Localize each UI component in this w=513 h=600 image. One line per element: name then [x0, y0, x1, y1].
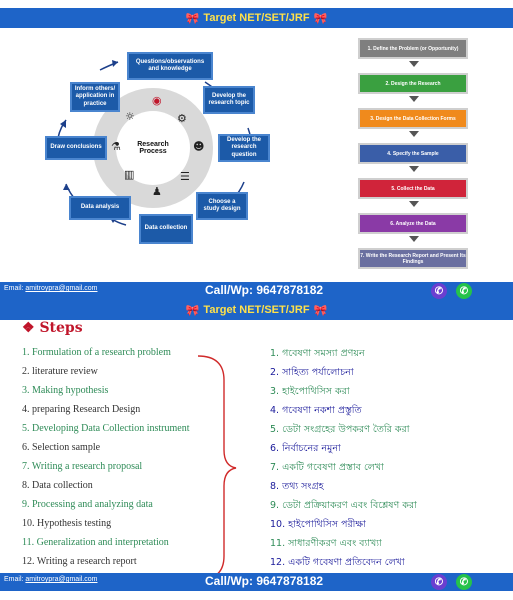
cycle-box-topic: Develop the research topic [203, 86, 255, 114]
footer: Email: amitroypra@gmail.com Call/Wp: 964… [0, 282, 513, 300]
microscope-icon: ⚗ [111, 140, 121, 153]
cycle-box-analysis: Data analysis [69, 196, 131, 220]
cycle-box-design: Choose a study design [196, 192, 248, 220]
process-step: 3. Design the Data Collection Forms [358, 108, 468, 129]
chart-icon: ▥ [124, 168, 135, 181]
process-step: 7. Write the Research Report and Present… [358, 248, 468, 269]
english-step-item: 1. Formulation of a research problem [22, 347, 171, 358]
bengali-step-item: 1. গবেষণা সমস্যা প্রণয়ন [270, 348, 365, 359]
bengali-step-item: 4. গবেষণা নকশা প্রস্তুতি [270, 405, 362, 416]
bengali-step-item: 5. ডেটা সংগ্রহের উপকরণ তৈরি করা [270, 424, 410, 435]
process-step: 2. Design the Research [358, 73, 468, 94]
down-arrow-icon [409, 131, 419, 137]
footer: Email: amitroypra@gmail.com Call/Wp: 964… [0, 573, 513, 591]
whatsapp-icon[interactable]: ✆ [456, 574, 472, 590]
call-text: Call/Wp: 9647878182 [205, 574, 324, 588]
bengali-step-item: 11. সাধারণীকরণ এবং ব্যাখ্যা [270, 538, 382, 549]
steps-heading: Steps [39, 320, 83, 336]
phone-icon[interactable]: ✆ [431, 574, 447, 590]
english-step-item: 12. Writing a research report [22, 556, 137, 567]
process-step: 5. Collect the Data [358, 178, 468, 199]
cycle-box-inform: Inform others/ application in practice [70, 82, 120, 112]
banner-text: Target NET/SET/JRF [203, 304, 310, 316]
banner-text: Target NET/SET/JRF [203, 12, 310, 24]
cycle-box-conclusions: Draw conclusions [45, 136, 107, 160]
bow-icon: 🎀 [313, 12, 328, 25]
email-line: Email: amitroypra@gmail.com [4, 576, 98, 583]
cycle-box-questions: Questions/observations and knowledge [127, 52, 213, 80]
diamond-bullet-icon: ❖ [22, 320, 35, 336]
bengali-step-item: 6. নির্বাচনের নমুনা [270, 443, 341, 454]
whatsapp-icon[interactable]: ✆ [456, 283, 472, 299]
down-arrow-icon [409, 201, 419, 207]
down-arrow-icon [409, 166, 419, 172]
cycle-center: Research Process [116, 111, 190, 185]
phone-icon[interactable]: ✆ [431, 283, 447, 299]
down-arrow-icon [409, 61, 419, 67]
english-step-item: 6. Selection sample [22, 442, 101, 453]
bow-icon: 🎀 [313, 304, 328, 317]
english-step-item: 10. Hypothesis testing [22, 518, 112, 529]
english-step-item: 4. preparing Research Design [22, 404, 141, 415]
bow-icon: 🎀 [185, 304, 200, 317]
bengali-step-item: 7. একটি গবেষণা প্রস্তাব লেখা [270, 462, 384, 473]
bengali-step-item: 9. ডেটা প্রক্রিয়াকরণ এবং বিশ্লেষণ করা [270, 500, 417, 511]
email-link[interactable]: amitroypra@gmail.com [25, 285, 98, 292]
top-banner: 🎀 Target NET/SET/JRF 🎀 [0, 8, 513, 28]
people-icon: ♟ [152, 185, 162, 198]
process-step: 6. Analyze the Data [358, 213, 468, 234]
process-step: 1. Define the Problem (or Opportunity) [358, 38, 468, 59]
email-link[interactable]: amitroypra@gmail.com [25, 576, 98, 583]
call-text: Call/Wp: 9647878182 [205, 283, 324, 297]
english-step-item: 3. Making hypothesis [22, 385, 109, 396]
cycle-center-label: Research Process [137, 141, 169, 155]
head-question-icon: ☻ [193, 140, 205, 153]
english-step-item: 5. Developing Data Collection instrument [22, 423, 190, 434]
english-step-item: 9. Processing and analyzing data [22, 499, 153, 510]
english-step-item: 11. Generalization and interpretation [22, 537, 169, 548]
idea-icon: ☼ [125, 110, 135, 123]
bow-icon: 🎀 [185, 12, 200, 25]
curly-brace [197, 355, 237, 581]
gear-icon: ⚙ [177, 112, 187, 125]
steps-title: ❖ Steps [22, 320, 83, 336]
bengali-step-item: 12. একটি গবেষণা প্রতিবেদন লেখা [270, 557, 405, 568]
down-arrow-icon [409, 96, 419, 102]
target-icon: ◉ [152, 94, 162, 107]
cycle-box-collection: Data collection [139, 214, 193, 244]
bengali-step-item: 10. হাইপোথিসিস পরীক্ষা [270, 519, 366, 530]
bottom-banner: 🎀 Target NET/SET/JRF 🎀 [0, 300, 513, 320]
bengali-step-item: 8. তথ্য সংগ্রহ [270, 481, 324, 492]
english-step-item: 8. Data collection [22, 480, 93, 491]
english-step-item: 2. literature review [22, 366, 98, 377]
bengali-step-item: 2. সাহিত্য পর্যালোচনা [270, 367, 354, 378]
down-arrow-icon [409, 236, 419, 242]
process-step: 4. Specify the Sample [358, 143, 468, 164]
checklist-icon: ☰ [180, 170, 190, 183]
english-step-item: 7. Writing a research proposal [22, 461, 143, 472]
cycle-box-question: Develop the research question [218, 134, 270, 162]
email-line: Email: amitroypra@gmail.com [4, 285, 98, 292]
bengali-step-item: 3. হাইপোথিসিস করা [270, 386, 350, 397]
